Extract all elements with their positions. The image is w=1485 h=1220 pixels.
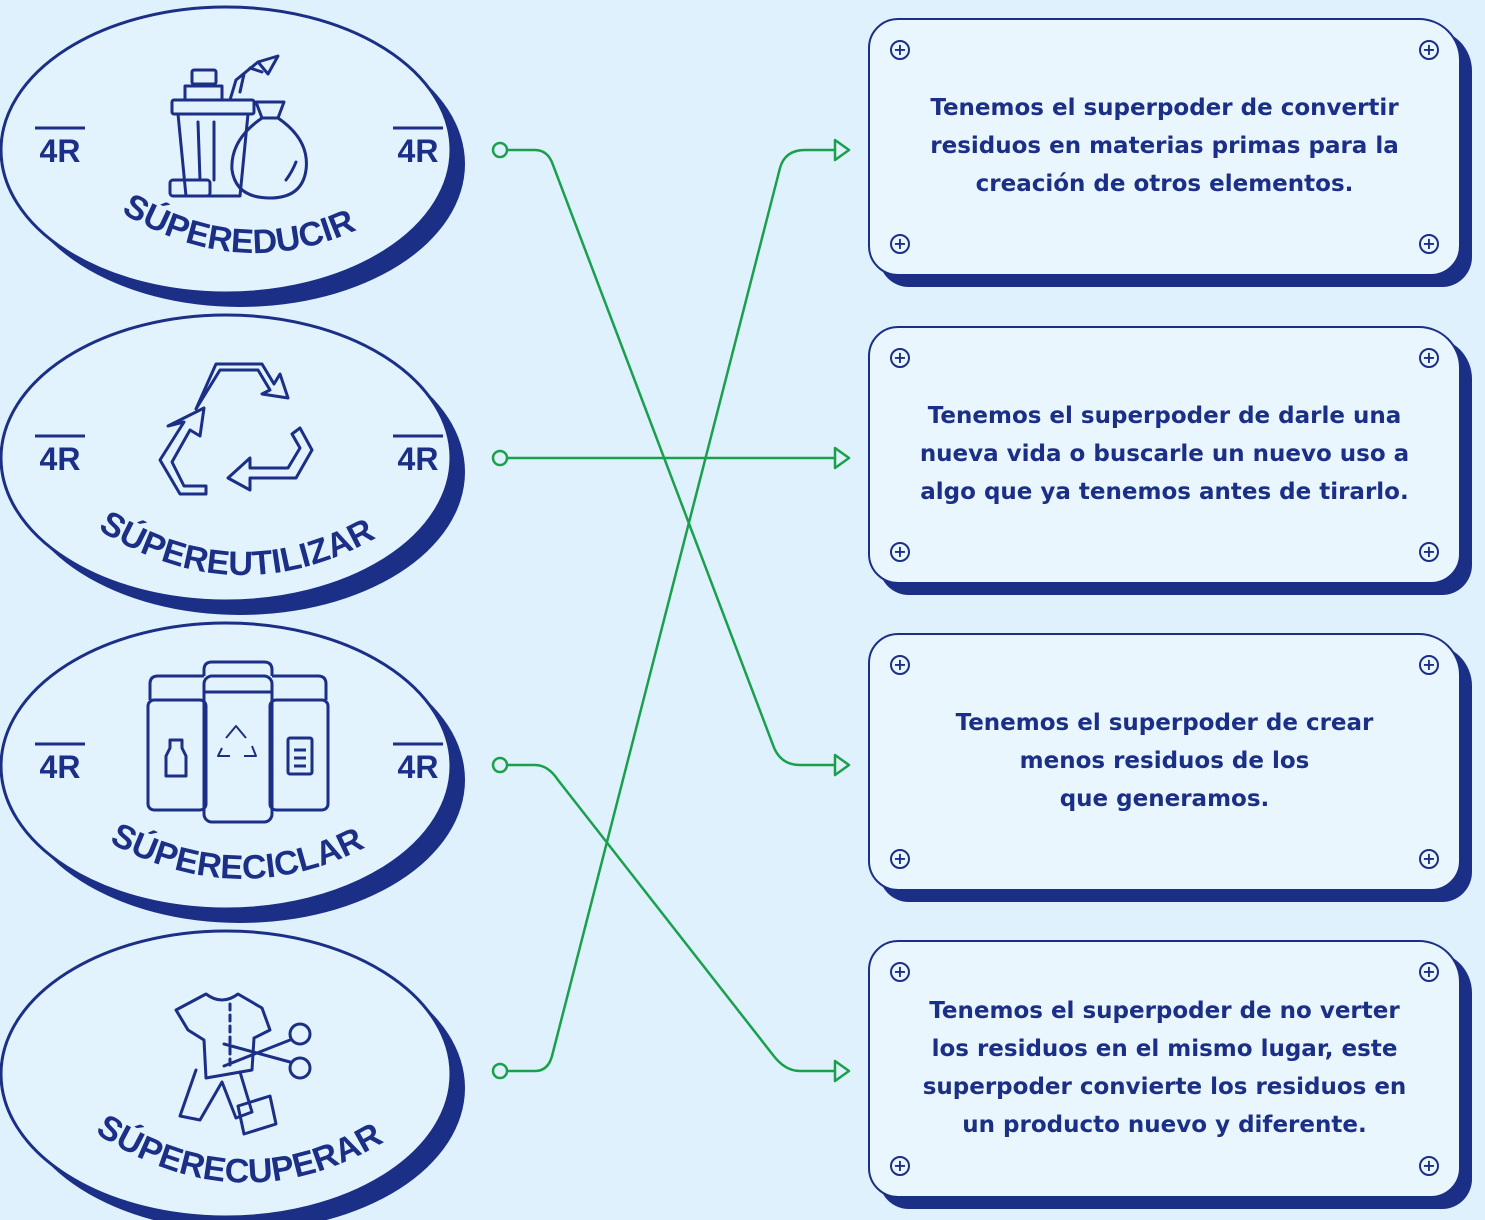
screw-icon [890, 542, 910, 562]
badge-tag-text: 4R [398, 133, 439, 169]
badge-tag-text: 4R [40, 133, 81, 169]
badge-tag-text: 4R [40, 441, 81, 477]
badge-tag-text: 4R [398, 749, 439, 785]
badge-superreciclar[interactable]: 4R 4R SÚPERECICLAR [0, 621, 465, 923]
screw-icon [1419, 655, 1439, 675]
trash-bin-bag-icon [168, 54, 308, 200]
screw-icon [1419, 348, 1439, 368]
badge-tag-right: 4R [393, 434, 443, 477]
screw-icon [890, 40, 910, 60]
badge-tag-left: 4R [35, 742, 85, 785]
card-reducir: Tenemos el superpoder de crear menos res… [868, 633, 1461, 891]
card-text: Tenemos el superpoder de darle una nueva… [919, 403, 1410, 505]
card-reciclar: Tenemos el superpoder de convertir resid… [868, 18, 1461, 276]
screw-icon [1419, 234, 1439, 254]
screw-icon [1419, 962, 1439, 982]
badge-supereducir[interactable]: 4R 4R SÚPEREDUCIR [0, 5, 465, 307]
badge-tag-right: 4R [393, 126, 443, 169]
card-text: Tenemos el superpoder de crear menos res… [955, 710, 1374, 812]
recycling-containers-icon [146, 660, 330, 824]
screw-icon [890, 1156, 910, 1176]
card-text: Tenemos el superpoder de convertir resid… [930, 95, 1399, 197]
screw-icon [890, 234, 910, 254]
clothes-scissors-icon [174, 992, 312, 1136]
screw-icon [890, 962, 910, 982]
badge-tag-text: 4R [40, 749, 81, 785]
recycle-arrows-icon [158, 362, 314, 496]
screw-icon [890, 655, 910, 675]
card-recuperar: Tenemos el superpoder de no verter los r… [868, 940, 1461, 1198]
badge-superutilizar[interactable]: 4R 4R SÚPEREUTILIZAR [0, 313, 465, 615]
badge-tag-text: 4R [398, 441, 439, 477]
badge-tag-left: 4R [35, 126, 85, 169]
badge-tag-left: 4R [35, 434, 85, 477]
screw-icon [1419, 542, 1439, 562]
badge-tag-right: 4R [393, 742, 443, 785]
card-text: Tenemos el superpoder de no verter los r… [922, 998, 1407, 1138]
card-reutilizar: Tenemos el superpoder de darle una nueva… [868, 326, 1461, 584]
badge-superrecuperar[interactable]: SÚPERECUPERAR [0, 929, 465, 1220]
screw-icon [890, 849, 910, 869]
screw-icon [1419, 849, 1439, 869]
screw-icon [890, 348, 910, 368]
connectors [491, 138, 851, 1083]
screw-icon [1419, 40, 1439, 60]
screw-icon [1419, 1156, 1439, 1176]
